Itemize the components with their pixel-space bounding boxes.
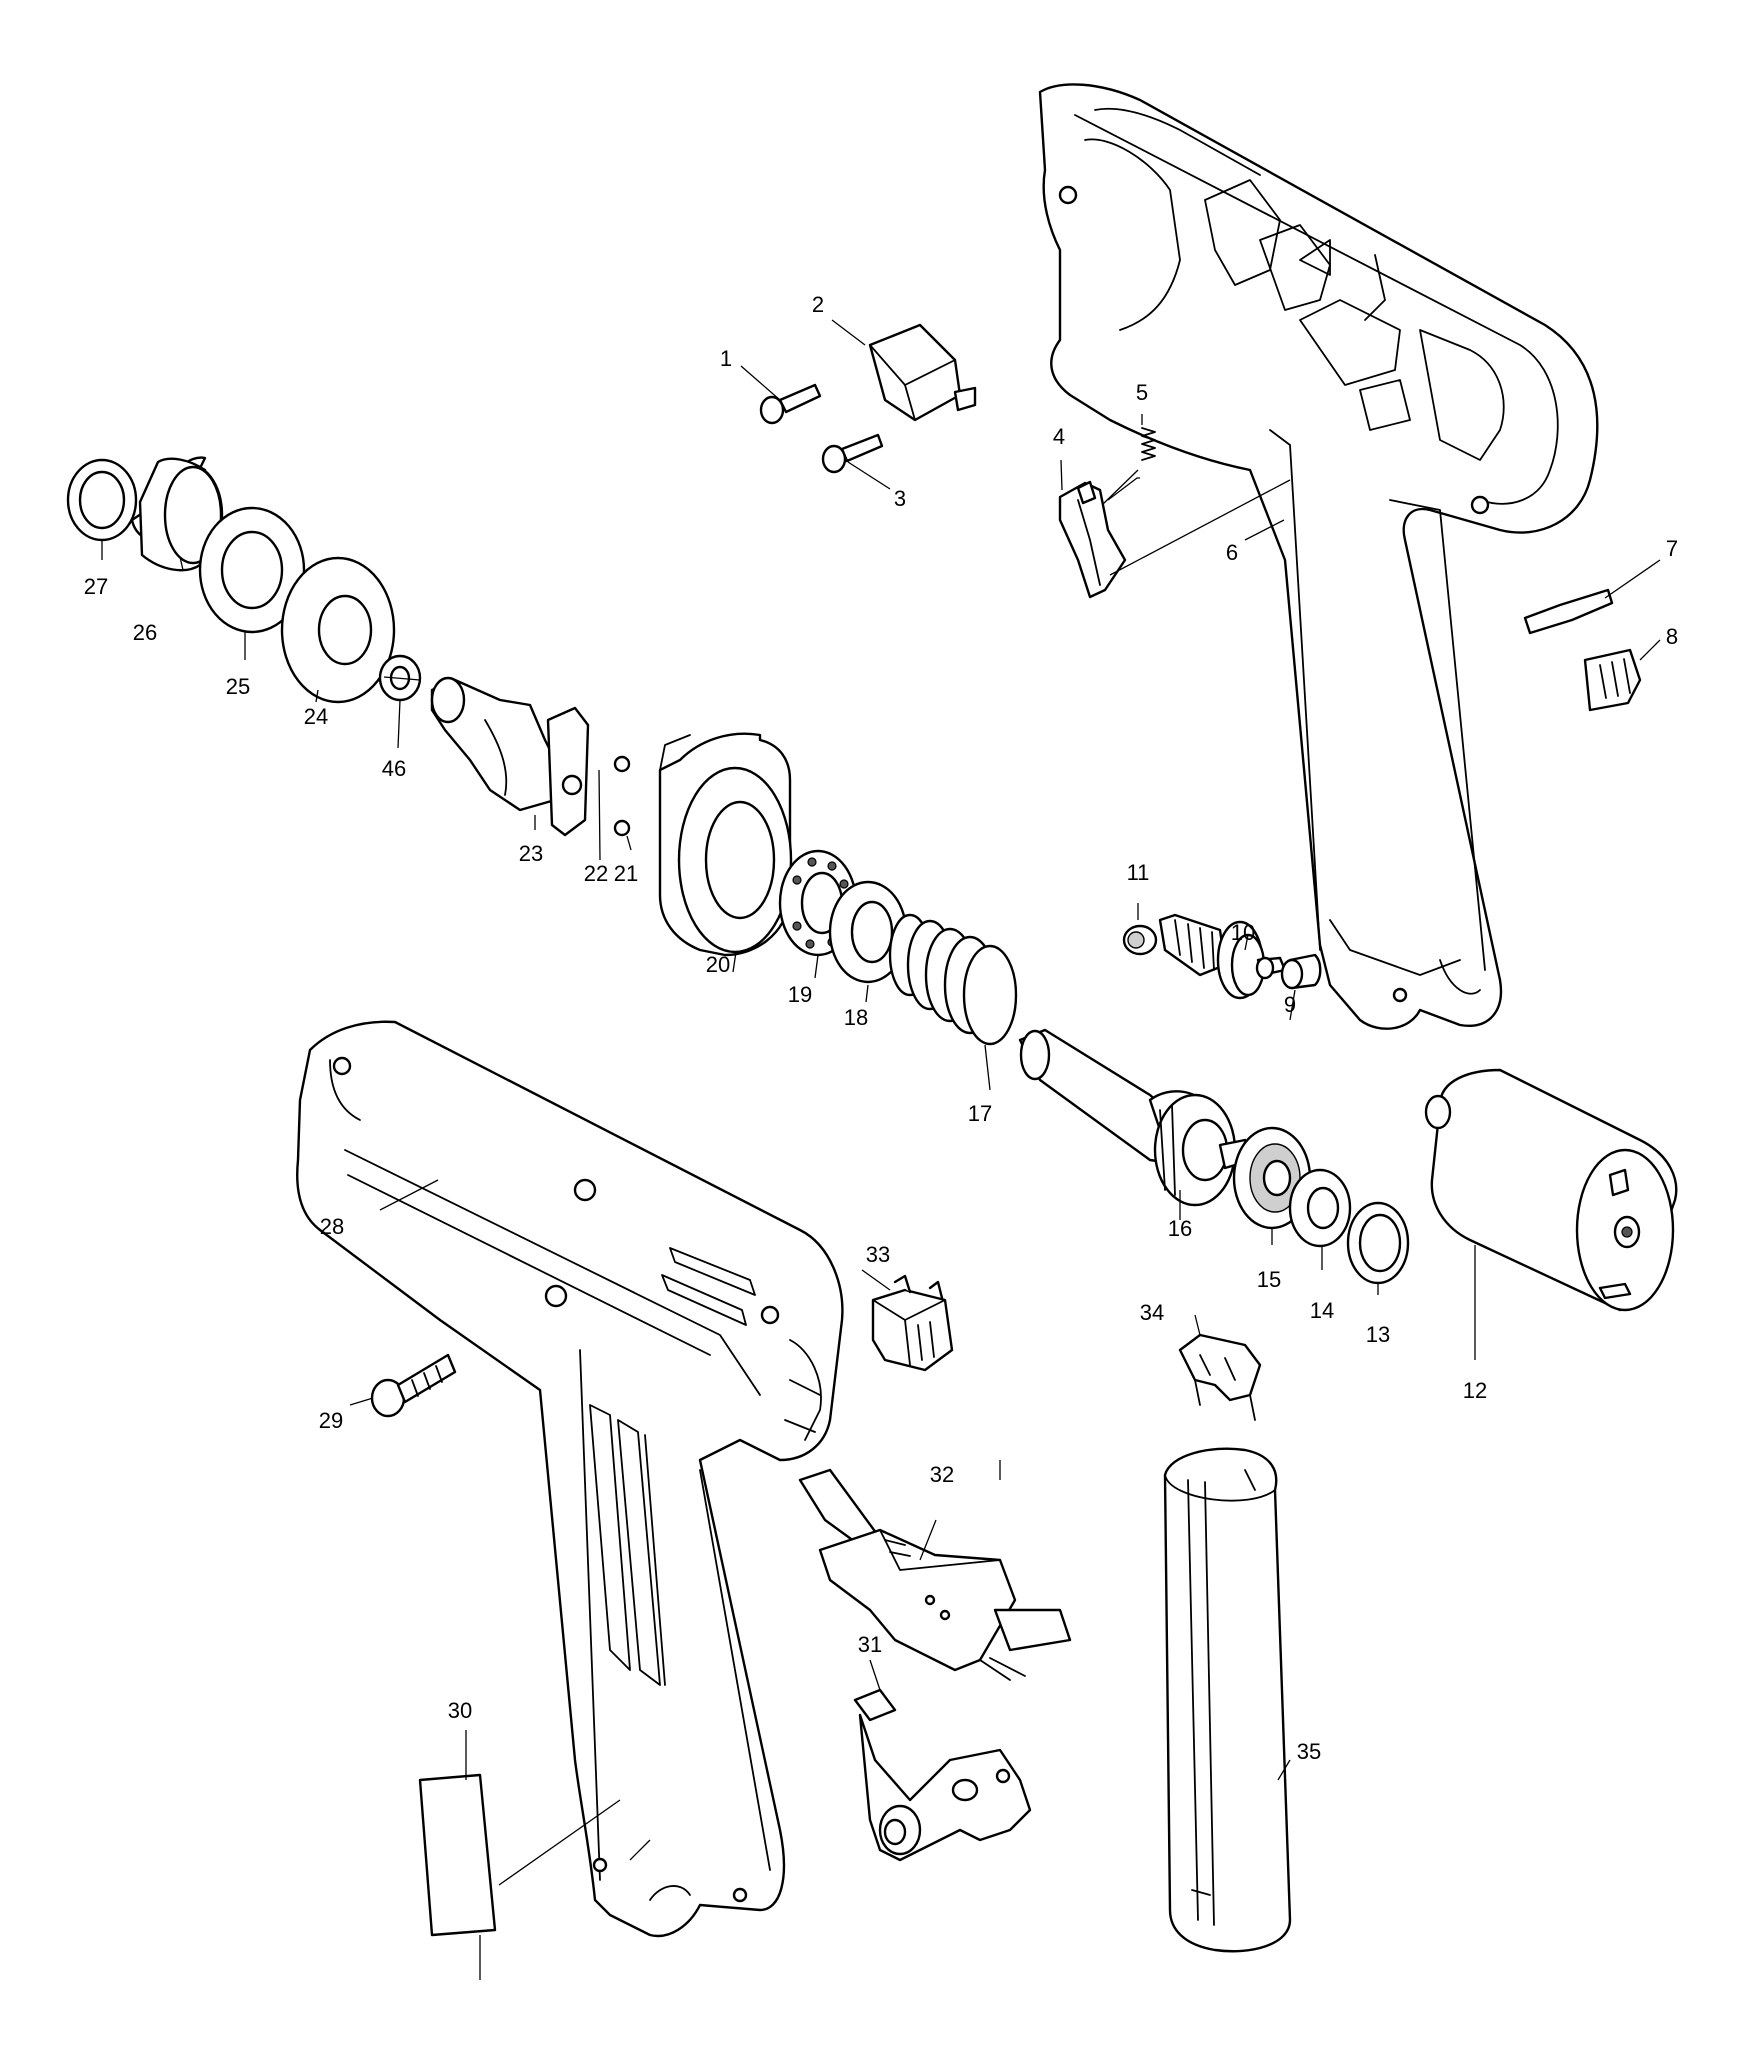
part-10-armature	[1158, 913, 1287, 1000]
part-33-connector	[871, 1274, 954, 1372]
callout-35: 35	[1297, 1739, 1321, 1764]
callout-6: 6	[1226, 540, 1238, 565]
part-21-ball	[613, 819, 631, 837]
part-12-motor	[1424, 1068, 1678, 1312]
part-5-spring	[1141, 427, 1156, 461]
part-20-gear-housing	[658, 732, 793, 957]
part-4-lock-lever	[1058, 480, 1127, 599]
callout-19: 19	[788, 982, 812, 1007]
callout-7: 7	[1666, 536, 1678, 561]
part-14-washer	[1288, 1168, 1352, 1248]
part-23-spindle	[430, 676, 590, 837]
part-17-spring	[888, 913, 1018, 1046]
callout-10: 10	[1231, 920, 1255, 945]
callout-33: 33	[866, 1242, 890, 1267]
part-13-ring	[1346, 1201, 1410, 1285]
callout-22: 22	[584, 861, 608, 886]
callout-27: 27	[84, 574, 108, 599]
callout-14: 14	[1310, 1298, 1334, 1323]
part-29-screw	[370, 1353, 457, 1418]
callout-1: 1	[720, 346, 732, 371]
callout-31: 31	[858, 1632, 882, 1657]
callout-20: 20	[706, 952, 730, 977]
part-16-cam-shaft	[1018, 1028, 1254, 1207]
part-24-washer	[280, 556, 396, 704]
leader-lines	[101, 319, 1661, 1980]
part-2-microswitch	[868, 323, 977, 422]
callout-12: 12	[1463, 1378, 1487, 1403]
callout-16: 16	[1168, 1216, 1192, 1241]
part-30-label-plate	[418, 1773, 497, 1937]
part-22-ball	[613, 755, 631, 773]
part-34-battery-terminal	[1178, 1333, 1262, 1421]
callout-18: 18	[844, 1005, 868, 1030]
part-35-battery-pack	[1163, 1447, 1292, 1953]
callout-32: 32	[930, 1462, 954, 1487]
callout-46: 46	[382, 756, 406, 781]
callout-30: 30	[448, 1698, 472, 1723]
callout-23: 23	[519, 841, 543, 866]
callout-17: 17	[968, 1101, 992, 1126]
callout-29: 29	[319, 1408, 343, 1433]
callout-labels: 1 2 3 4 5 6 7 8 9 10 11 12 13 14 15 16 1…	[84, 292, 1678, 1764]
part-11-bushing	[1122, 924, 1158, 956]
callout-8: 8	[1666, 624, 1678, 649]
part-27-ring	[66, 458, 138, 542]
callout-24: 24	[304, 704, 328, 729]
callout-25: 25	[226, 674, 250, 699]
callout-9: 9	[1284, 992, 1296, 1017]
callout-15: 15	[1257, 1267, 1281, 1292]
callout-26: 26	[133, 620, 157, 645]
part-25-washer	[198, 506, 306, 634]
callout-28: 28	[320, 1214, 344, 1239]
part-31-terminal-bracket	[853, 1688, 1032, 1862]
part-28-housing-half	[296, 1020, 844, 1938]
callout-2: 2	[812, 292, 824, 317]
callout-21: 21	[614, 861, 638, 886]
part-9-bushing	[1280, 953, 1322, 990]
part-3-screw	[821, 433, 884, 474]
part-1-screw	[759, 383, 822, 425]
callout-4: 4	[1053, 424, 1065, 449]
callout-11: 11	[1127, 860, 1150, 885]
part-6-housing-half	[1038, 83, 1599, 1030]
callout-13: 13	[1366, 1322, 1390, 1347]
callout-34: 34	[1140, 1300, 1164, 1325]
callout-3: 3	[894, 486, 906, 511]
part-32-trigger-switch	[798, 1468, 1072, 1681]
part-8-clip	[1583, 648, 1642, 712]
part-7-clip	[1523, 588, 1614, 635]
callout-5: 5	[1136, 380, 1148, 405]
